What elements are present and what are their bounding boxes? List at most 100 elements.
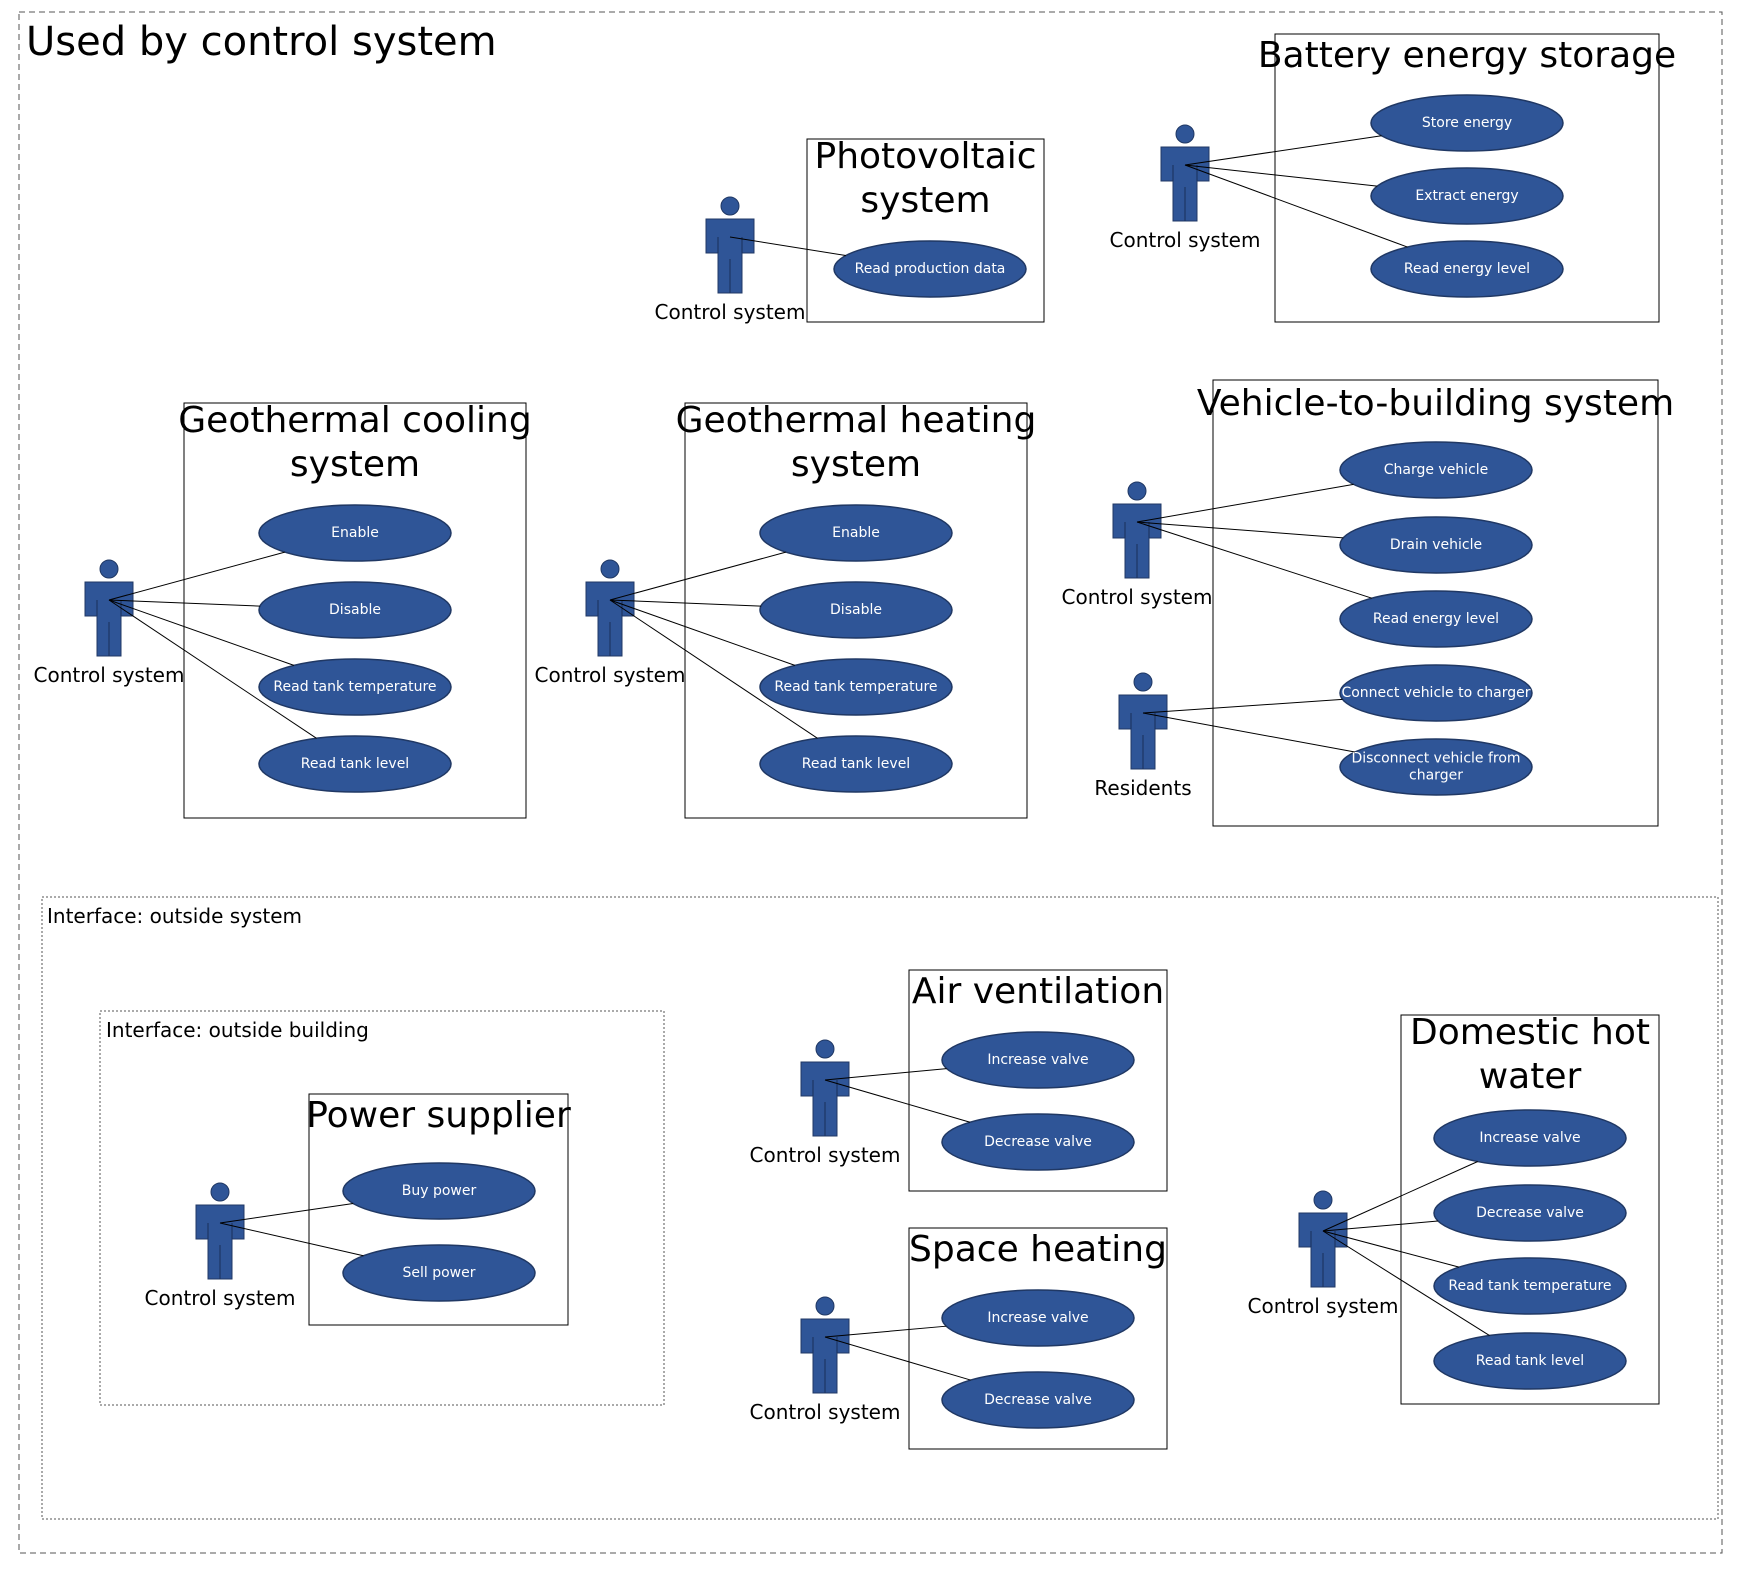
usecase-ellipse[interactable] <box>342 1162 536 1220</box>
actor-label: Control system <box>1110 228 1261 252</box>
usecase-label: Enable <box>331 525 379 541</box>
actor-label: Control system <box>655 300 806 324</box>
usecase-ellipse[interactable] <box>1339 516 1533 574</box>
usecase-label: Read tank temperature <box>1448 1278 1611 1294</box>
usecase-ellipse[interactable] <box>833 240 1027 298</box>
usecase-increase-valve[interactable]: Increase valve <box>941 1289 1135 1347</box>
actor-head-icon <box>1313 1190 1333 1210</box>
actor-control-system: Control system <box>750 1296 900 1424</box>
usecase-ellipse[interactable] <box>759 504 953 562</box>
usecase-ellipse[interactable] <box>941 1371 1135 1429</box>
actor-label: Control system <box>34 663 185 687</box>
outside-system-label: Interface: outside system <box>47 904 302 928</box>
usecase-ellipse[interactable] <box>1370 94 1564 152</box>
usecase-ellipse[interactable] <box>759 581 953 639</box>
usecase-ellipse[interactable] <box>1370 240 1564 298</box>
usecase-label: Read tank level <box>301 756 409 772</box>
usecase-ellipse[interactable] <box>342 1244 536 1302</box>
usecase-label: Disable <box>329 602 381 618</box>
association-line <box>609 551 786 601</box>
actor-control-system: Control system <box>145 1182 296 1310</box>
association-line <box>219 1222 364 1257</box>
usecase-ellipse[interactable] <box>941 1289 1135 1347</box>
usecase-ellipse[interactable] <box>258 735 452 793</box>
system-boundary <box>1274 33 1660 323</box>
actor-head-icon <box>210 1182 230 1202</box>
usecase-label: Read tank temperature <box>774 679 937 695</box>
actor-label: Control system <box>750 1143 901 1167</box>
usecase-read-tank-temperature[interactable]: Read tank temperature <box>759 658 953 716</box>
usecase-label: Sell power <box>402 1265 475 1281</box>
usecase-ellipse[interactable] <box>1433 1184 1627 1242</box>
usecase-decrease-valve[interactable]: Decrease valve <box>941 1371 1135 1429</box>
usecase-label: Decrease valve <box>984 1392 1092 1408</box>
usecase-read-energy-level[interactable]: Read energy level <box>1370 240 1564 298</box>
usecase-ellipse[interactable] <box>258 504 452 562</box>
usecase-ellipse[interactable] <box>1433 1109 1627 1167</box>
usecase-label: Drain vehicle <box>1390 537 1482 553</box>
usecase-read-tank-temperature[interactable]: Read tank temperature <box>1433 1257 1627 1315</box>
usecase-label: Buy power <box>402 1183 477 1199</box>
usecase-read-tank-level[interactable]: Read tank level <box>258 735 452 793</box>
usecase-buy-power[interactable]: Buy power <box>342 1162 536 1220</box>
usecase-label: Decrease valve <box>984 1134 1092 1150</box>
usecase-label: Read tank temperature <box>273 679 436 695</box>
association-line <box>108 599 295 666</box>
usecase-ellipse[interactable] <box>759 658 953 716</box>
usecase-sell-power[interactable]: Sell power <box>342 1244 536 1302</box>
usecase-disable[interactable]: Disable <box>258 581 452 639</box>
usecase-ellipse[interactable] <box>258 581 452 639</box>
usecase-store-energy[interactable]: Store energy <box>1370 94 1564 152</box>
actor-label: Control system <box>1248 1294 1399 1318</box>
usecase-read-production-data[interactable]: Read production data <box>833 240 1027 298</box>
usecase-ellipse[interactable] <box>759 735 953 793</box>
usecase-charge-vehicle[interactable]: Charge vehicle <box>1339 441 1533 499</box>
usecase-label: Read tank level <box>802 756 910 772</box>
usecase-enable[interactable]: Enable <box>759 504 953 562</box>
usecase-label: Read tank level <box>1476 1353 1584 1369</box>
actor-label: Control system <box>145 1286 296 1310</box>
usecase-read-tank-level[interactable]: Read tank level <box>759 735 953 793</box>
usecase-ellipse[interactable] <box>1433 1257 1627 1315</box>
actor-label: Control system <box>535 663 686 687</box>
usecase-drain-vehicle[interactable]: Drain vehicle <box>1339 516 1533 574</box>
system-title: Power supplier <box>306 1095 571 1136</box>
usecase-ellipse[interactable] <box>258 658 452 716</box>
association-line <box>108 551 285 601</box>
usecase-extract-energy[interactable]: Extract energy <box>1370 167 1564 225</box>
usecase-ellipse[interactable] <box>1339 738 1533 796</box>
usecase-ellipse[interactable] <box>1339 590 1533 648</box>
usecase-label: Increase valve <box>987 1310 1088 1326</box>
usecase-read-energy-level[interactable]: Read energy level <box>1339 590 1533 648</box>
usecase-label: Read energy level <box>1404 261 1530 277</box>
association-line <box>1322 1230 1490 1337</box>
actor-control-system: Control system <box>1062 481 1212 609</box>
association-line <box>1322 1161 1478 1232</box>
actor-head-icon <box>600 559 620 579</box>
usecase-increase-valve[interactable]: Increase valve <box>1433 1109 1627 1167</box>
association-line <box>1142 698 1343 714</box>
usecase-ellipse[interactable] <box>1339 664 1533 722</box>
usecase-ellipse[interactable] <box>1339 441 1533 499</box>
usecase-ellipse[interactable] <box>1370 167 1564 225</box>
system-boundary <box>684 402 1028 819</box>
usecase-decrease-valve[interactable]: Decrease valve <box>941 1113 1135 1171</box>
usecase-disable[interactable]: Disable <box>759 581 953 639</box>
usecase-enable[interactable]: Enable <box>258 504 452 562</box>
usecase-decrease-valve[interactable]: Decrease valve <box>1433 1184 1627 1242</box>
system-title: Battery energy storage <box>1258 35 1676 76</box>
usecase-connect-vehicle-to-charger[interactable]: Connect vehicle to charger <box>1339 664 1533 722</box>
usecase-ellipse[interactable] <box>941 1113 1135 1171</box>
usecase-increase-valve[interactable]: Increase valve <box>941 1031 1135 1089</box>
association-line <box>1322 1220 1439 1232</box>
usecase-read-tank-temperature[interactable]: Read tank temperature <box>258 658 452 716</box>
usecase-read-tank-level[interactable]: Read tank level <box>1433 1332 1627 1390</box>
usecase-ellipse[interactable] <box>1433 1332 1627 1390</box>
outside-building-label: Interface: outside building <box>106 1018 369 1042</box>
usecase-ellipse[interactable] <box>941 1031 1135 1089</box>
